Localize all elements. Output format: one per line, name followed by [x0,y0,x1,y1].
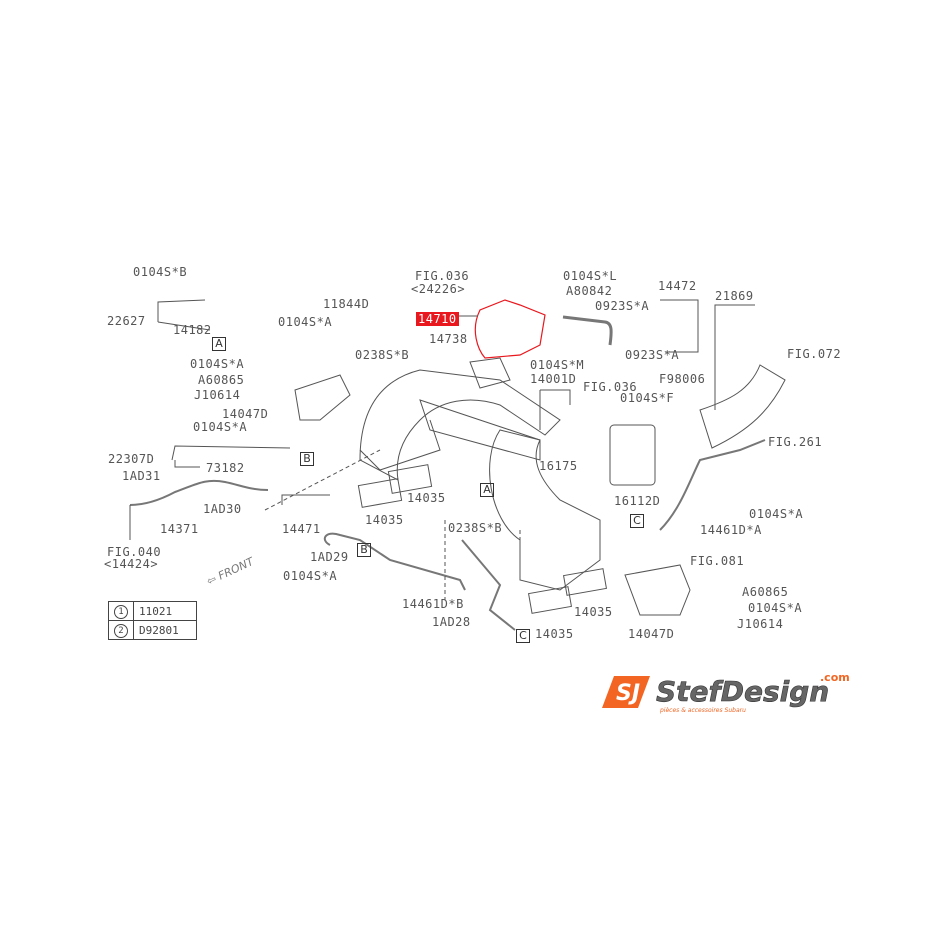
part-label: 14472 [658,279,697,293]
ref-box-a: A [212,337,226,351]
part-label: 22307D [108,452,155,466]
svg-text:SJ: SJ [616,681,640,706]
legend-part: D92801 [133,620,197,640]
part-label: 14001D [530,372,577,386]
part-label: 1AD30 [203,502,242,516]
part-label: 14035 [574,605,613,619]
part-label: A60865 [742,585,789,599]
legend-number: 1 [114,604,128,619]
part-label: 14738 [429,332,468,346]
part-label: F98006 [659,372,706,386]
part-label: 0104S*A [278,315,333,329]
svg-text:StefDesign: StefDesign [656,675,829,708]
part-label: 1AD28 [432,615,471,629]
fig-ref: FIG.036 [583,380,638,394]
bracket-14047d-left [294,374,351,421]
fig-ref: FIG.040 [107,545,162,559]
part-label: 1AD29 [310,550,349,564]
part-label: 22627 [107,314,146,328]
part-label: 0104S*A [190,357,245,371]
highlighted-part-label[interactable]: 14710 [416,312,459,326]
part-label: 16112D [614,494,661,508]
part-label: A60865 [198,373,245,387]
part-label: 0104S*M [530,358,585,372]
valve-16112d [609,424,656,486]
part-label: 14035 [407,491,446,505]
fig-ref: <14424> [104,557,159,571]
table-row: 1 11021 [108,601,197,621]
part-label: 14182 [173,323,212,337]
stefdesign-logo: SJ StefDesign .com pièces & accessoires … [602,671,850,714]
part-label: 0923S*A [625,348,680,362]
fig-ref: <24226> [411,282,466,296]
part-label: 0104S*A [193,420,248,434]
intake-duct-21869 [699,364,786,449]
intake-manifold-left [359,369,561,481]
part-label: 0104S*A [749,507,804,521]
part-label: 14461D*A [700,523,762,537]
part-label: 1AD31 [122,469,161,483]
part-label: 14047D [628,627,675,641]
part-label: J10614 [737,617,784,631]
manifold-plenum [419,399,541,461]
ref-box-c: C [516,629,530,643]
part-label: A80842 [566,284,613,298]
part-label: 11844D [323,297,370,311]
throttle-body-14710 [474,299,546,359]
svg-text:.com: .com [820,671,850,684]
part-label: 16175 [539,459,578,473]
ref-box-b: B [300,452,314,466]
part-label: 14047D [222,407,269,421]
part-label: 21869 [715,289,754,303]
bracket-14047d-right [624,564,691,616]
part-label: 0104S*B [133,265,188,279]
part-label: 0923S*A [595,299,650,313]
part-label: 14035 [535,627,574,641]
ref-box-a: A [480,483,494,497]
part-label: 14371 [160,522,199,536]
fig-ref: FIG.261 [768,435,823,449]
part-label: 0104S*A [748,601,803,615]
ref-box-c: C [630,514,644,528]
gasket-14738 [469,357,511,389]
part-label: 0238S*B [355,348,410,362]
logo-badge [602,676,650,708]
legend-number: 2 [114,623,128,638]
ref-box-b: B [357,543,371,557]
intake-manifold-right [489,429,601,591]
table-row: 2 D92801 [108,620,197,640]
part-label: 14461D*B [402,597,464,611]
svg-text:pièces & accessoires Subaru: pièces & accessoires Subaru [659,707,746,714]
part-label: 14035 [365,513,404,527]
part-label: J10614 [194,388,241,402]
legend-table: 1 11021 2 D92801 [108,601,197,640]
part-label: 0104S*F [620,391,675,405]
part-label: 0104S*A [283,569,338,583]
part-label: 0238S*B [448,521,503,535]
legend-part: 11021 [133,601,197,621]
fig-ref: FIG.072 [787,347,842,361]
fig-ref: FIG.081 [690,554,745,568]
part-label: 14471 [282,522,321,536]
fig-ref: FIG.036 [415,269,470,283]
part-label: 0104S*L [563,269,618,283]
part-label: 73182 [206,461,245,475]
